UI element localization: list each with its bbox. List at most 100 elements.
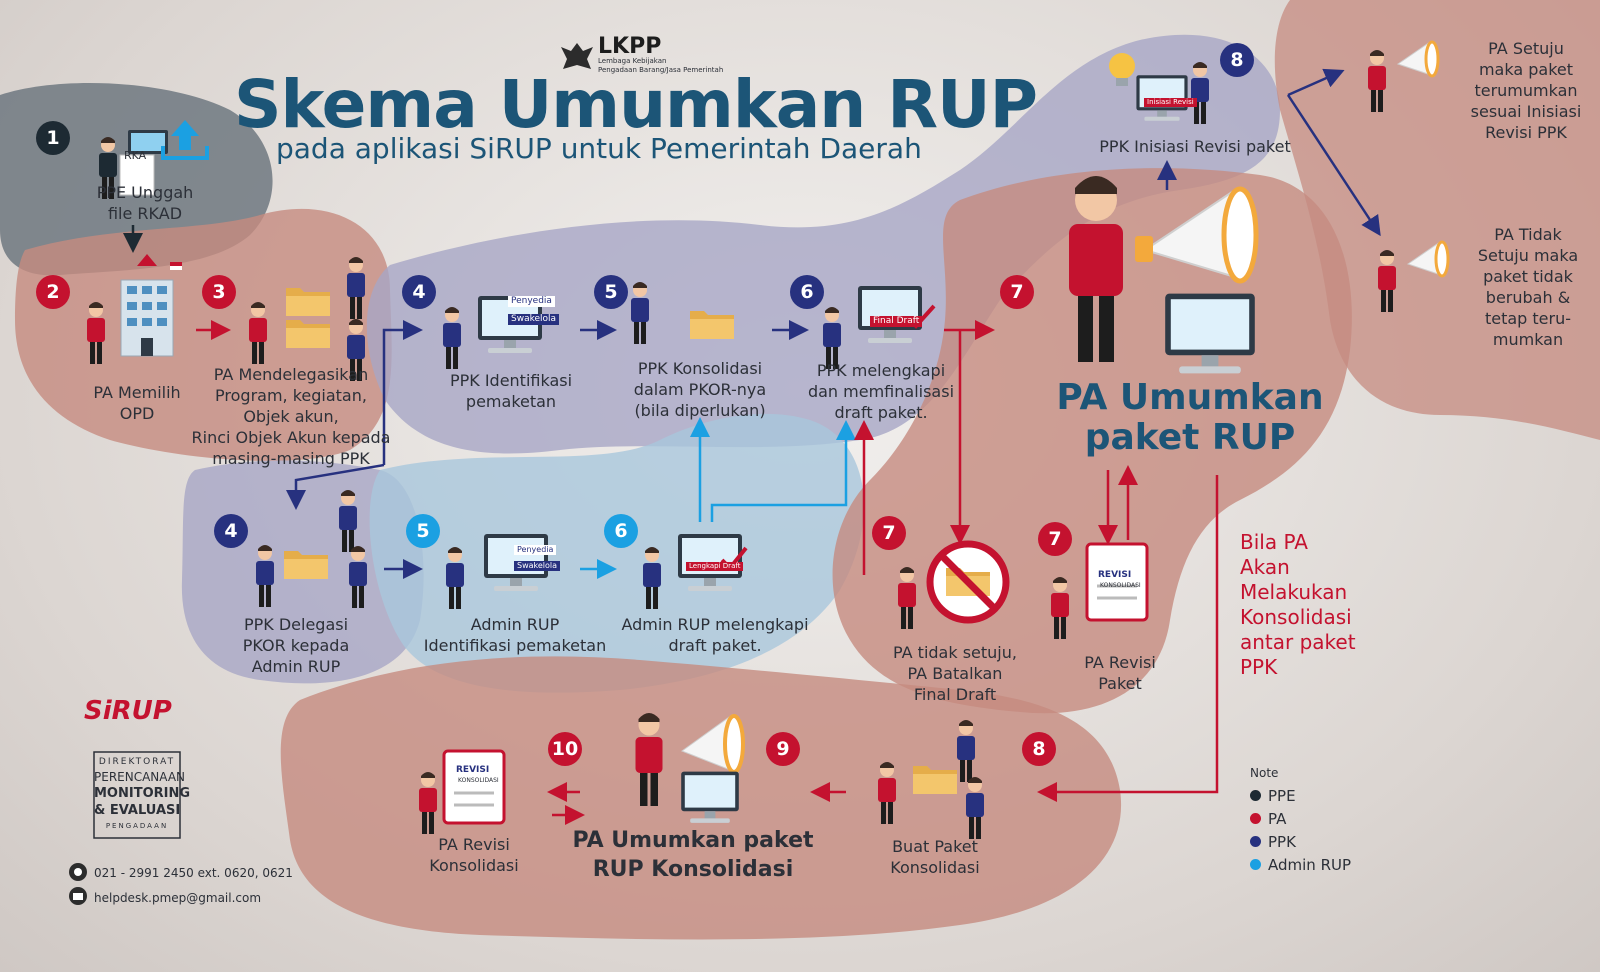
legend-title: Note bbox=[1250, 766, 1279, 780]
folder-icon-3a bbox=[286, 288, 330, 316]
step-badge-3: 3 bbox=[202, 275, 236, 309]
revisi-doc-title-7: REVISI bbox=[1098, 570, 1132, 580]
ppk-region bbox=[366, 34, 1280, 454]
screen-inisiasi-revisi: Inisiasi Revisi bbox=[1144, 98, 1197, 107]
screen-swakelola-5b: Swakelola bbox=[514, 561, 561, 571]
sirup-logo: SiRUP bbox=[84, 696, 172, 726]
directorate-line-2: PERENCANAAN bbox=[94, 770, 186, 784]
step-badge-10: 10 bbox=[548, 732, 582, 766]
revisi-document-icon bbox=[1085, 542, 1149, 622]
directorate-line-1: DIREKTORAT bbox=[98, 757, 176, 767]
legend-item-pa: PA bbox=[1250, 807, 1351, 830]
directorate-line-5: PENGADAAN bbox=[105, 822, 169, 830]
konsolidasi-document-icon bbox=[442, 749, 506, 825]
screen-penyedia-4a: Penyedia bbox=[508, 296, 555, 307]
screen-swakelola-4a: Swakelola bbox=[508, 314, 560, 325]
garuda-icon bbox=[561, 43, 593, 69]
legend-dot-admin bbox=[1250, 859, 1261, 870]
revisi-doc-sub-10: KONSOLIDASI bbox=[458, 777, 499, 784]
legend-dot-pa bbox=[1250, 813, 1261, 824]
step-badge-1: 1 bbox=[36, 121, 70, 155]
arrow-8top-to-agree bbox=[1287, 68, 1345, 97]
flag-icon bbox=[170, 262, 182, 270]
contact-email: helpdesk.pmep@gmail.com bbox=[94, 891, 262, 905]
directorate-box bbox=[93, 751, 181, 839]
step-badge-8-bottom: 8 bbox=[1022, 732, 1056, 766]
lkpp-logo: LKPP bbox=[598, 34, 662, 59]
megaphone-icon-main bbox=[1135, 186, 1259, 284]
folder-icon-5a bbox=[690, 311, 734, 339]
email-icon bbox=[69, 887, 87, 905]
lkpp-logo-sub-1: Lembaga Kebijakan bbox=[598, 57, 667, 65]
step-badge-9: 9 bbox=[766, 732, 800, 766]
admin-region bbox=[369, 413, 864, 693]
legend-item-ppe: PPE bbox=[1250, 784, 1351, 807]
revisi-doc-sub-7: KONSOLIDASI bbox=[1100, 582, 1141, 589]
megaphone-icon-disagree bbox=[1406, 240, 1450, 278]
directorate-line-3: MONITORING bbox=[94, 786, 191, 801]
cancel-prohibited-icon bbox=[926, 540, 1010, 624]
page-title: Skema Umumkan RUP bbox=[234, 66, 1038, 143]
ppe-upload-illustration bbox=[99, 130, 168, 199]
folder-icon-3b bbox=[286, 320, 330, 348]
contact-phone: 021 - 2991 2450 ext. 0620, 0621 bbox=[94, 866, 293, 880]
step-8-top-label: PPK Inisiasi Revisi paket bbox=[1099, 137, 1291, 156]
pa-region-left bbox=[15, 208, 392, 461]
arrow-6b-to-6 bbox=[710, 420, 856, 522]
pa-region-far-right bbox=[1274, 0, 1600, 440]
folder-icon-4b bbox=[284, 551, 328, 579]
arrow-3-to-4b bbox=[286, 463, 385, 510]
step-badge-8-top: 8 bbox=[1220, 43, 1254, 77]
legend-item-admin-rup: Admin RUP bbox=[1250, 853, 1351, 876]
upload-icon bbox=[161, 120, 209, 160]
folder-icon-8 bbox=[913, 766, 957, 794]
step-badge-6b: 6 bbox=[604, 514, 638, 548]
opd-building-icon bbox=[120, 254, 174, 357]
screen-final-draft: Final Draft bbox=[870, 316, 923, 327]
whatsapp-icon bbox=[69, 863, 87, 881]
screen-penyedia-5b: Penyedia bbox=[514, 545, 557, 555]
step-badge-7-revisi: 7 bbox=[1038, 522, 1072, 556]
step-badge-6a: 6 bbox=[790, 275, 824, 309]
screen-lengkapi-draft: Lengkapi Draft bbox=[686, 562, 744, 571]
page-subtitle: pada aplikasi SiRUP untuk Pemerintah Dae… bbox=[276, 132, 922, 165]
arrow-3-to-4 bbox=[382, 320, 423, 465]
step-badge-4b: 4 bbox=[214, 514, 248, 548]
step-badge-5b: 5 bbox=[406, 514, 440, 548]
legend-item-ppk: PPK bbox=[1250, 830, 1351, 853]
revisi-doc-title-10: REVISI bbox=[456, 765, 490, 775]
legend-dot-ppk bbox=[1250, 836, 1261, 847]
arrow-7-to-8bottom bbox=[1037, 475, 1219, 802]
rka-doc-label: RKA bbox=[124, 149, 147, 162]
step-badge-7-cancel: 7 bbox=[872, 516, 906, 550]
lkpp-logo-sub-2: Pengadaan Barang/Jasa Pemerintah bbox=[598, 66, 724, 74]
legend: Note PPE PA PPK Admin RUP bbox=[1250, 766, 1351, 876]
directorate-line-4: & EVALUASI bbox=[94, 803, 181, 818]
step-badge-4a: 4 bbox=[402, 275, 436, 309]
step-badge-2: 2 bbox=[36, 275, 70, 309]
step-badge-5a: 5 bbox=[594, 275, 628, 309]
step-badge-7-main: 7 bbox=[1000, 275, 1034, 309]
megaphone-icon-agree bbox=[1396, 40, 1440, 78]
lightbulb-icon bbox=[1109, 53, 1135, 86]
legend-dot-ppe bbox=[1250, 790, 1261, 801]
